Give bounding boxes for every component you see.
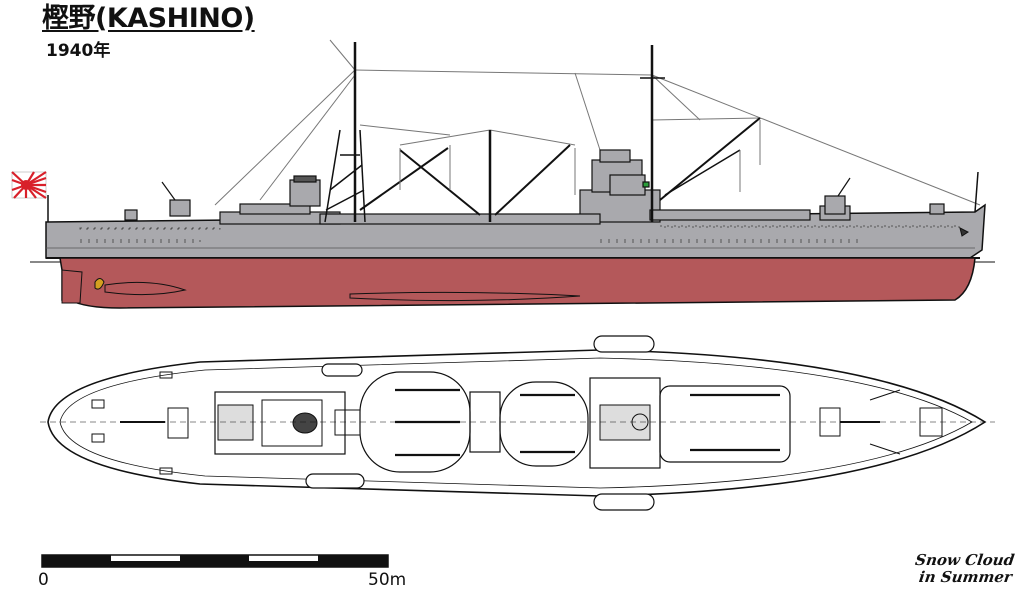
propeller (94, 278, 105, 290)
scale-start-label: 0 (38, 570, 49, 590)
bilge-keel (349, 291, 581, 302)
kingpost (324, 129, 366, 223)
derricks (359, 117, 761, 216)
anchor-icon (959, 227, 969, 237)
scale-end-label: 50m (368, 570, 407, 590)
ship-title: 樫野(KASHINO) (42, 3, 255, 34)
deck-guns (124, 177, 945, 221)
signature-line-1: Snow Cloud (914, 551, 1016, 569)
hull-lower (59, 257, 976, 309)
ship-year: 1940年 (46, 41, 111, 61)
lifeboats (305, 335, 655, 511)
cargo-falls (399, 120, 761, 195)
masts (340, 42, 665, 222)
artist-signature: Snow Cloud in Summer (906, 551, 1016, 586)
portholes (79, 225, 961, 243)
rigging (214, 39, 981, 206)
scale-bar (41, 554, 389, 568)
superstructure (219, 149, 851, 225)
plan-view (40, 335, 995, 511)
side-profile (11, 39, 995, 309)
signature-line-2: in Summer (917, 568, 1014, 586)
rising-sun-flag-icon (11, 171, 47, 199)
rudder (61, 269, 83, 304)
bilge-keel-aft (104, 281, 187, 296)
